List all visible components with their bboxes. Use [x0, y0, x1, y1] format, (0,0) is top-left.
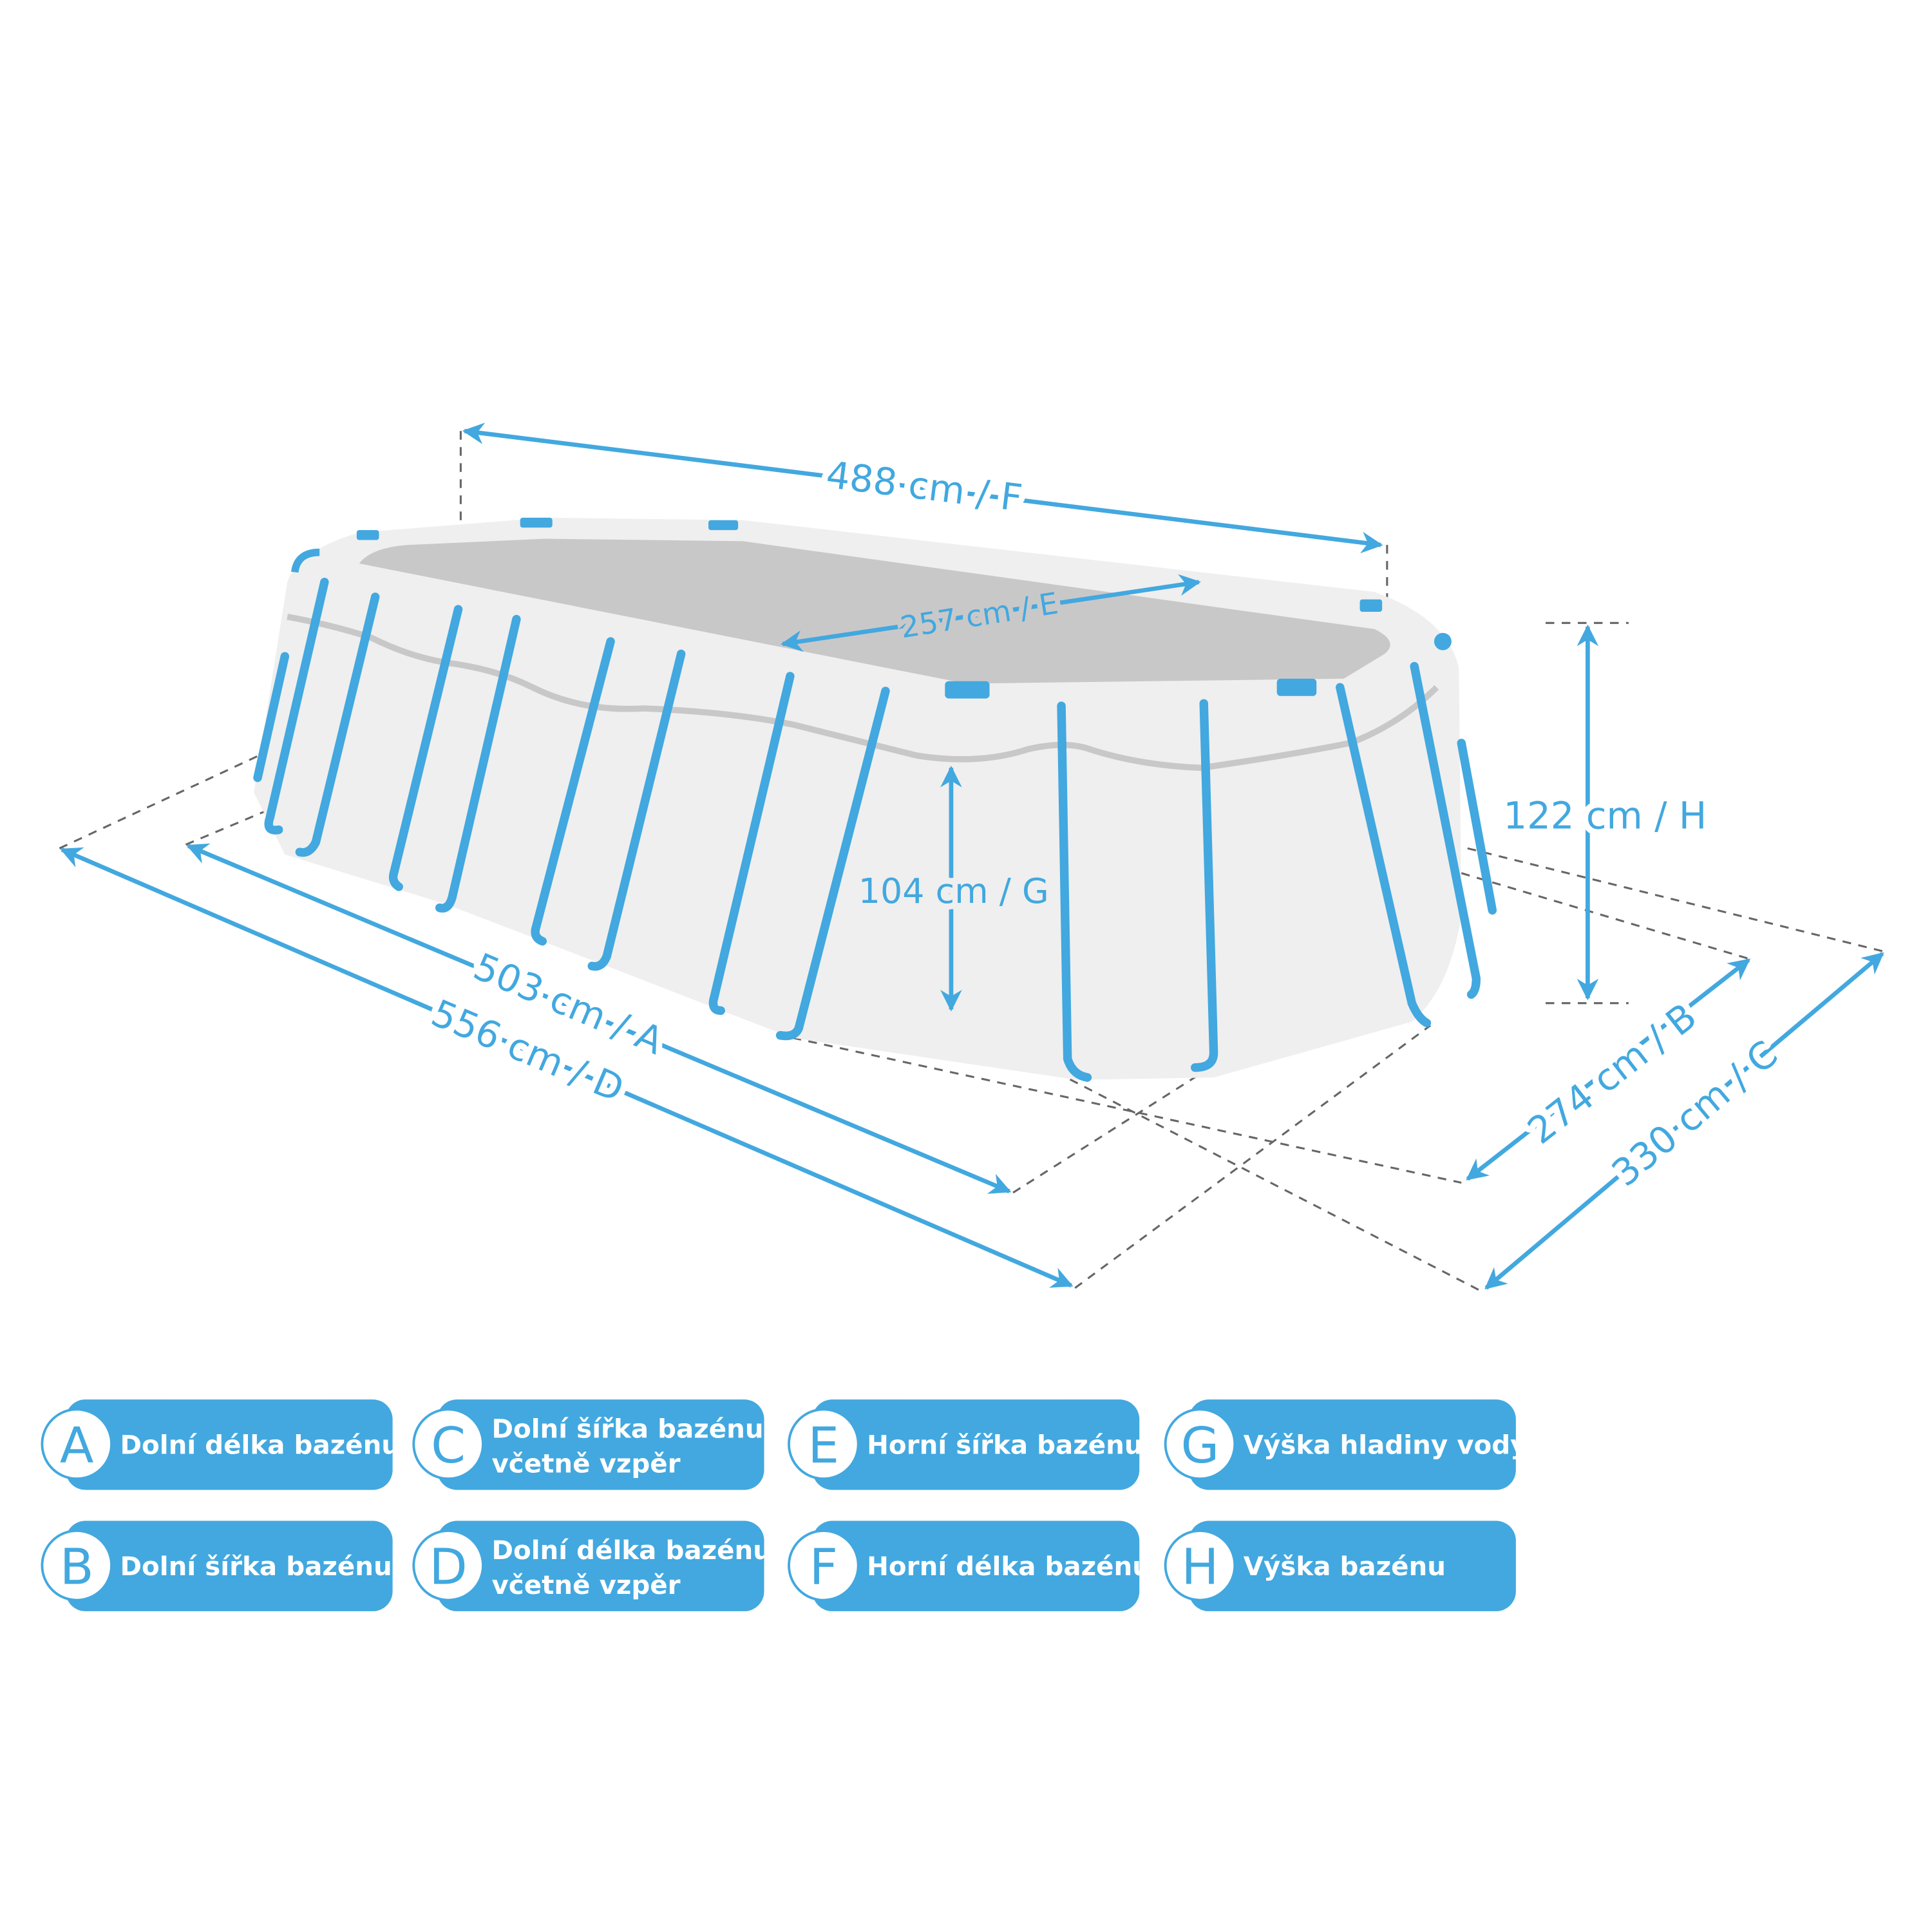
legend-item-h: H Výška bazénu — [1164, 1520, 1516, 1611]
legend-letter: D — [430, 1539, 468, 1596]
legend-badge — [65, 1520, 393, 1611]
legend-badge — [437, 1399, 764, 1490]
legend-label: Dolní šířka bazénu — [491, 1414, 763, 1444]
legend-letter-circle — [41, 1408, 113, 1481]
legend-letter-circle — [788, 1408, 860, 1481]
legend-item-d: D Dolní délka bazénu včetně vzpěr — [412, 1520, 772, 1611]
legend-letter: B — [60, 1539, 94, 1596]
legend-badge — [65, 1399, 393, 1490]
legend-badge — [812, 1520, 1140, 1611]
legend-letter-circle — [788, 1530, 860, 1602]
dimension-label-G: 104 cm / G — [858, 871, 1049, 911]
legend-letter: F — [810, 1539, 838, 1596]
legend-label: Dolní šířka bazénu — [120, 1551, 392, 1582]
dimension-label-F: 488 cm / F — [824, 453, 1025, 520]
legend-letter: E — [808, 1417, 840, 1475]
legend-label: Horní šířka bazénu — [867, 1430, 1143, 1461]
legend-label: včetně vzpěr — [491, 1570, 680, 1600]
legend-item-b: B Dolní šířka bazénu — [41, 1520, 393, 1611]
legend-item-c: C Dolní šířka bazénu včetně vzpěr — [412, 1399, 764, 1490]
legend-letter: C — [431, 1417, 466, 1475]
dimension-label-H: 122 cm / H — [1503, 794, 1707, 838]
legend-label: Dolní délka bazénu — [120, 1430, 401, 1461]
legend-letter-circle — [412, 1530, 484, 1602]
legend-badge — [812, 1399, 1140, 1490]
legend-badge — [437, 1520, 764, 1611]
dimension-arrows — [60, 422, 1884, 1290]
legend-letter-circle — [41, 1530, 113, 1602]
legend-label: Dolní délka bazénu — [491, 1535, 772, 1566]
legend-badge — [1189, 1399, 1516, 1490]
legend-label: Výška bazénu — [1244, 1551, 1446, 1582]
legend-letter: H — [1182, 1539, 1219, 1596]
legend-label: Horní délka bazénu — [867, 1551, 1151, 1582]
legend-item-a: A Dolní délka bazénu — [41, 1399, 401, 1490]
legend-item-g: G Výška hladiny vody — [1164, 1399, 1528, 1490]
legend-item-e: E Horní šířka bazénu — [788, 1399, 1143, 1490]
legend-letter: A — [60, 1417, 94, 1475]
legend-letter-circle — [412, 1408, 484, 1481]
legend-label: včetně vzpěr — [491, 1449, 680, 1479]
legend-letter-circle — [1164, 1530, 1236, 1602]
legend-badge — [1189, 1520, 1516, 1611]
legend-item-f: F Horní délka bazénu — [788, 1520, 1151, 1611]
legend-label: Výška hladiny vody — [1244, 1430, 1528, 1461]
legend-letter: G — [1181, 1417, 1220, 1475]
legend-letter-circle — [1164, 1408, 1236, 1481]
